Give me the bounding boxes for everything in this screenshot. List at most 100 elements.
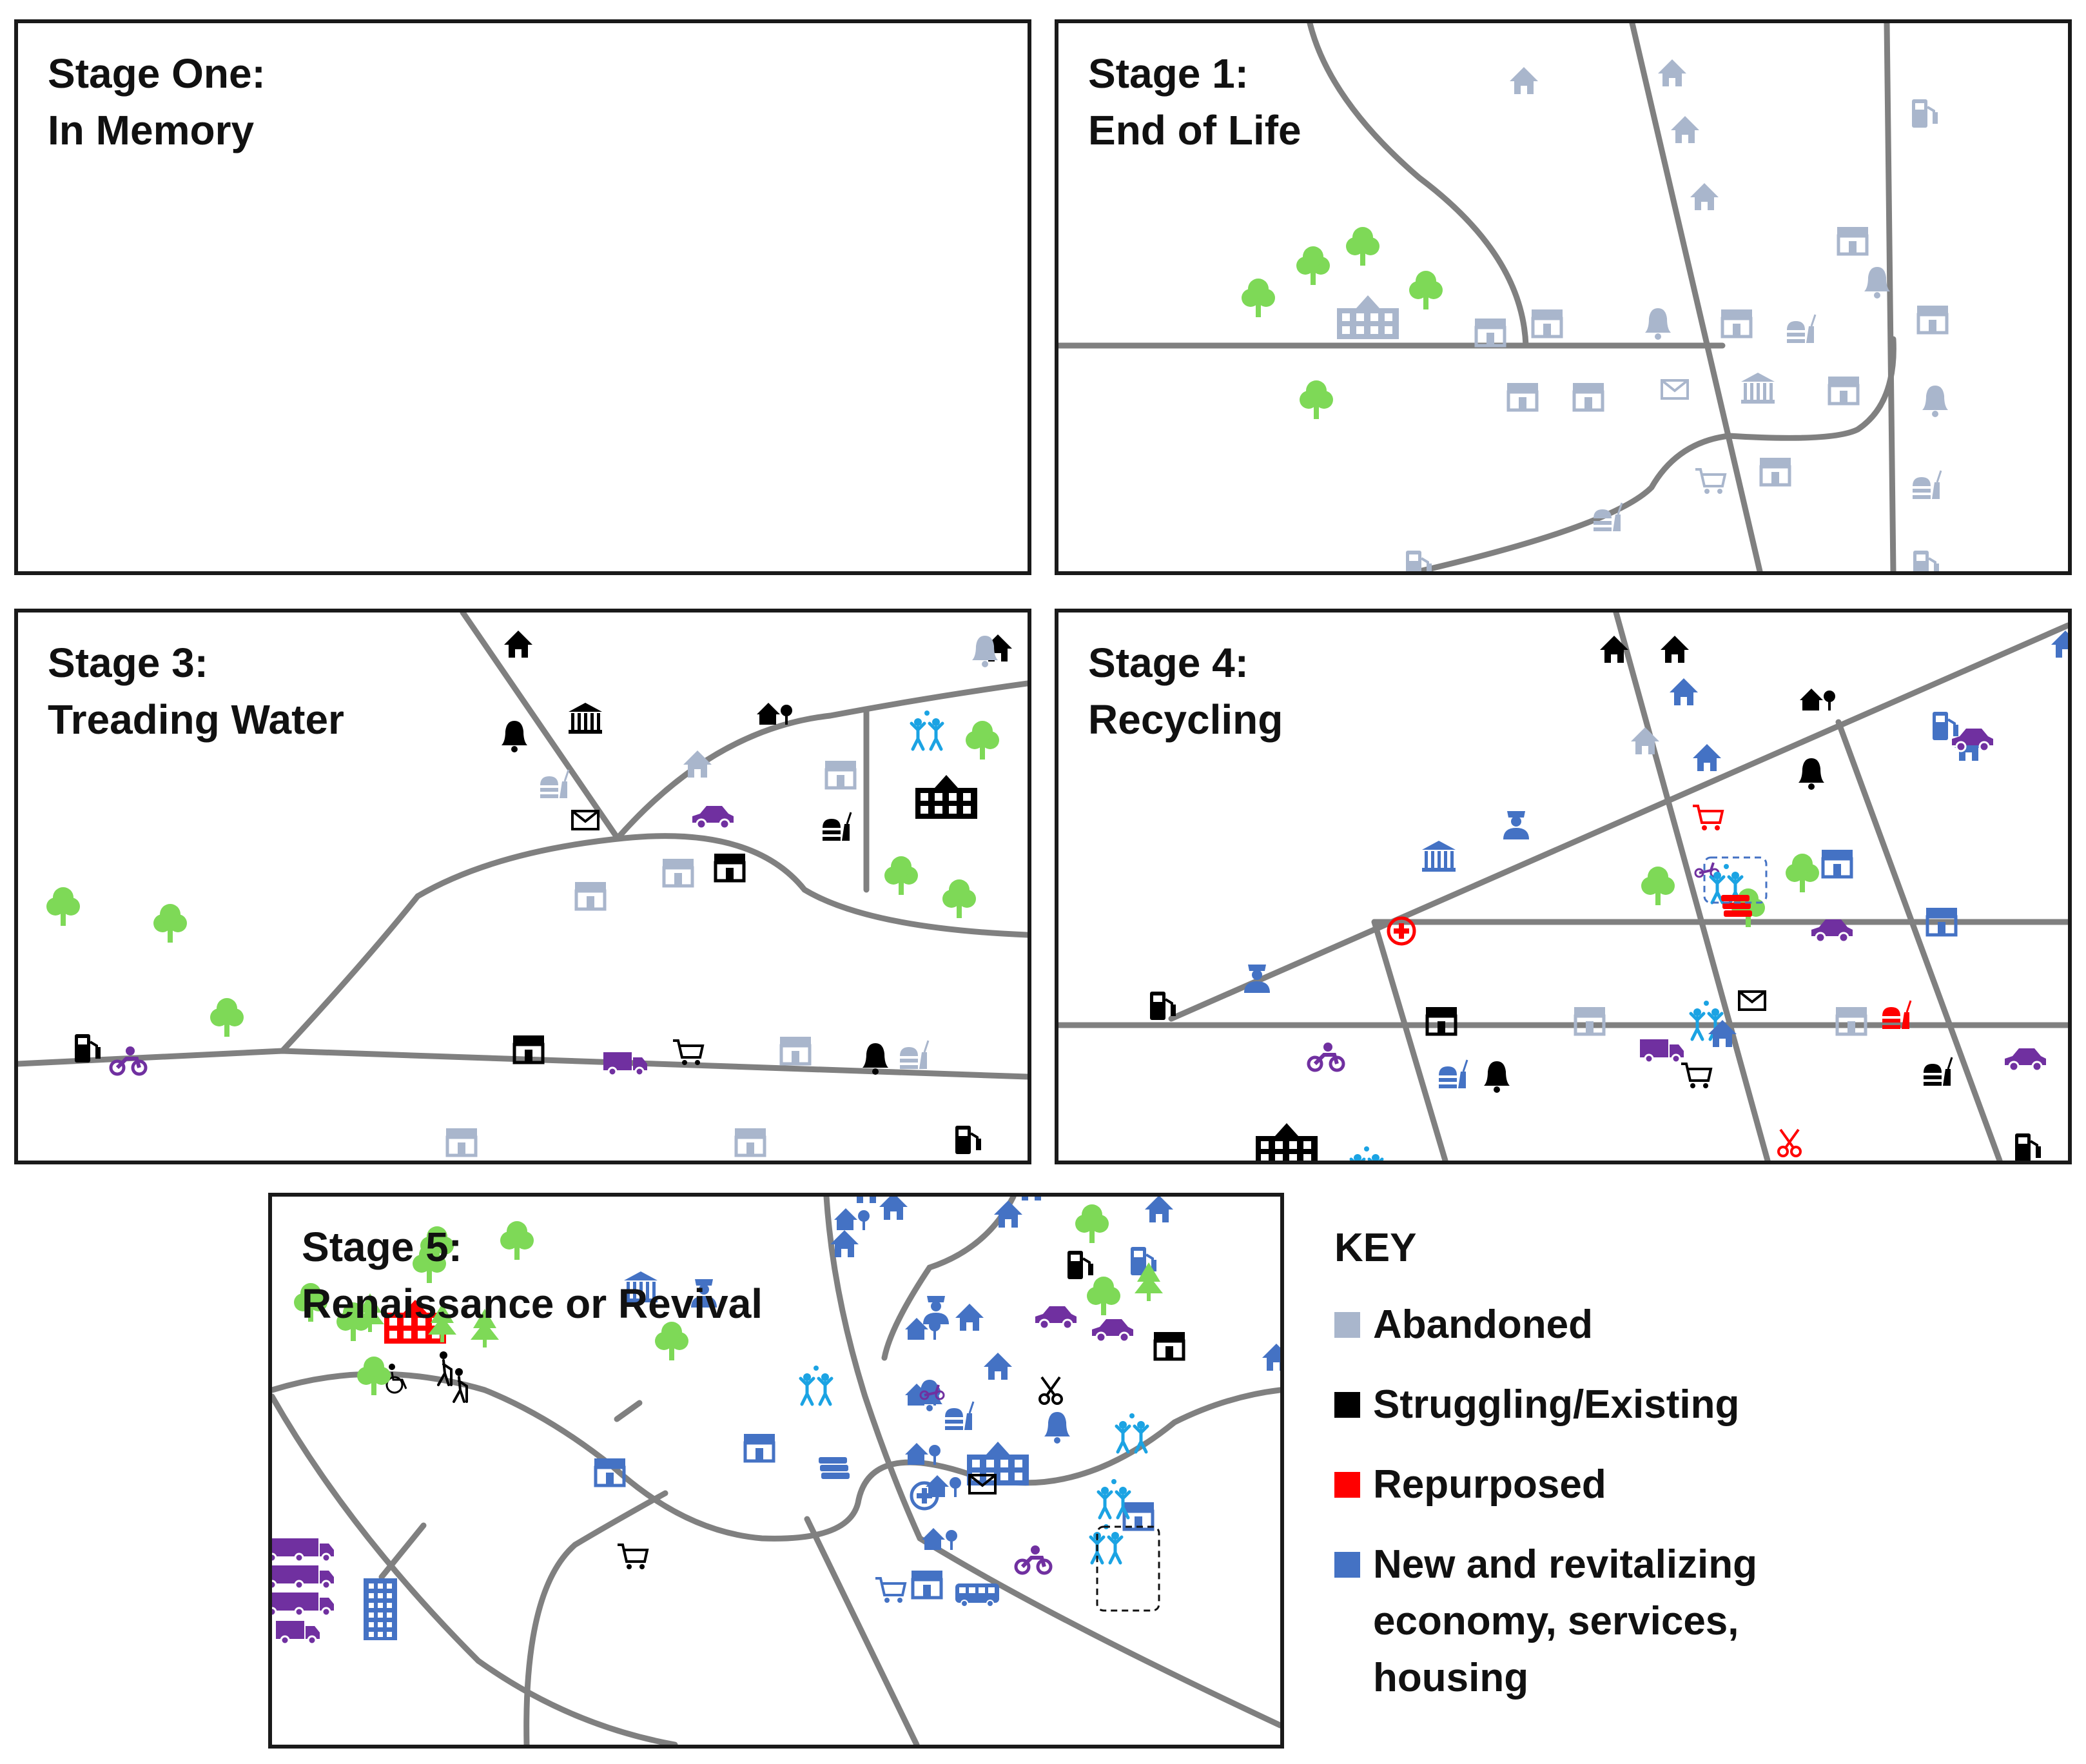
tree-icon [1242,279,1275,317]
elder-icon [437,1351,453,1386]
key-item-struggling: Struggling/Existing [1334,1377,1915,1433]
road [917,1535,1280,1729]
food-icon [1882,1000,1912,1029]
scooter-icon [919,1384,945,1400]
truck-icon [290,1592,334,1617]
key-label: Struggling/Existing [1373,1382,1740,1427]
truck-icon [290,1538,334,1563]
bell-icon [972,636,998,667]
legend-key: KEY Abandoned Struggling/Existing Repurp… [1334,1225,1915,1730]
tree-icon [1346,227,1379,266]
roads [1058,23,1896,571]
house-icon [683,750,712,778]
houses-icon [834,1208,870,1230]
store-icon [1720,309,1753,338]
key-item-repurposed: Repurposed [1334,1456,1915,1513]
police-icon [691,1279,717,1308]
road [378,1522,427,1580]
tree-icon [420,1226,454,1265]
motorcycle-icon [109,1046,148,1076]
car-icon [692,806,734,830]
pine-tree-icon [428,1304,456,1342]
food-icon [1924,1057,1953,1086]
store-icon [1837,227,1869,256]
gas-pump-icon [2015,1133,2041,1161]
elder-icon [453,1368,468,1403]
tree-icon [210,998,244,1037]
store-icon [1828,377,1860,406]
panel-title: Stage 1: End of Life [1088,45,1301,159]
stage-name: Recycling [1088,696,1283,743]
swatch-struggling [1334,1392,1360,1418]
bell-icon [1922,386,1948,417]
store-icon [734,1128,766,1157]
books-icon [819,1457,850,1479]
books-icon [1721,895,1752,917]
road [614,680,1028,841]
store-icon [1506,383,1539,412]
swatch-new [1334,1552,1360,1578]
gas-pump-icon [1406,551,1432,571]
swatch-abandoned [1334,1312,1360,1338]
food-icon [1594,502,1623,531]
store-icon [1425,1007,1457,1036]
food-icon [1439,1059,1468,1088]
house-icon [504,631,532,658]
icon-layer [272,1197,1280,1645]
house-icon [994,1200,1022,1228]
bell-icon [1864,267,1890,299]
house-icon [1262,1344,1280,1371]
houses-icon [757,703,792,725]
road [881,1197,1017,1361]
key-item-abandoned: Abandoned [1334,1297,1915,1353]
food-icon [1787,314,1817,343]
panel-stage-3-treading-water: Stage 3: Treading Water [14,609,1031,1164]
tree-icon [884,856,918,895]
bell-icon [1044,1412,1070,1444]
people-icon [910,710,944,751]
map-end-of-life [1058,23,1949,571]
store-icon [445,1128,478,1157]
store-icon [1925,908,1958,937]
panel-stage-4-recycling: Stage 4: Recycling [1055,609,2072,1164]
school-icon [1337,295,1399,339]
road [614,1400,643,1422]
pine-tree-icon [356,1293,384,1332]
cart-icon [618,1544,649,1569]
panel-title: Stage 5: Renaissance or Revival [302,1219,763,1332]
bell-icon [863,1043,888,1075]
people-icon [1089,1524,1124,1565]
key-label: Abandoned [1373,1302,1593,1347]
road [272,1371,1280,1542]
food-icon [1913,470,1942,499]
gas-pump-icon [1913,551,1939,571]
tree-icon [1087,1277,1120,1315]
stage-label: Stage 1: [1088,50,1249,97]
key-title: KEY [1334,1226,1417,1270]
roads [1058,612,2068,1161]
motorcycle-icon [1014,1545,1053,1575]
house-icon [1145,1197,1173,1222]
tree-icon [1075,1204,1109,1243]
community-hub-outline [1703,856,1768,904]
people-icon [799,1366,833,1406]
people-icon [1097,1479,1131,1520]
store-icon [1531,309,1563,338]
stage-label: Stage 3: [48,640,208,686]
house-icon [1693,744,1721,771]
food-icon [823,812,852,841]
store-icon [1916,306,1949,335]
car-icon [1811,919,1853,943]
store-icon [779,1037,812,1066]
road [18,1048,1028,1080]
food-icon [900,1040,930,1069]
people-icon [1115,1413,1149,1454]
people-icon [1689,1001,1724,1041]
bell-icon [1645,308,1671,340]
store-icon [512,1035,545,1064]
store-icon [1821,850,1853,879]
key-item-new: New and revitalizing economy, services, … [1334,1536,1915,1707]
mail-icon [968,1474,997,1494]
swatch-repurposed [1334,1472,1360,1498]
house-icon [1690,183,1719,210]
